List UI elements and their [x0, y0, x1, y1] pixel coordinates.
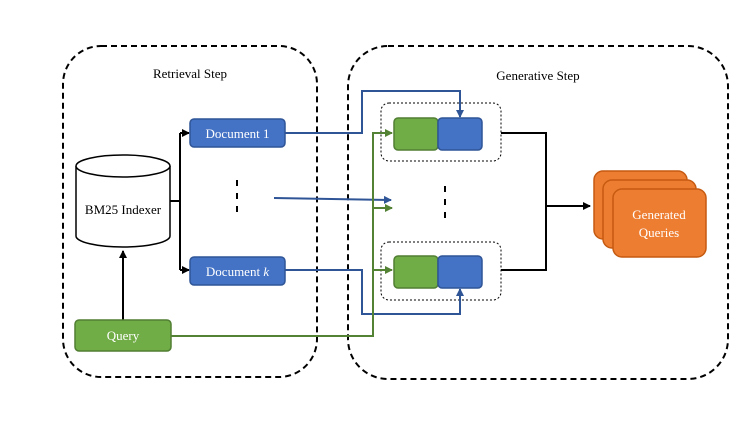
bottom-pair-document-slot	[437, 255, 483, 289]
indexer-to-documents-arrows	[170, 129, 190, 274]
generated-queries-stack	[593, 170, 707, 258]
middle-document-arrow	[273, 195, 392, 204]
bm25-indexer-cylinder	[75, 154, 171, 248]
bottom-pair-query-slot	[393, 255, 439, 289]
document-1-label: Document 1	[206, 126, 270, 141]
generated-queries-label-line1: Generated	[632, 207, 686, 222]
query-to-pairs-arrows	[171, 129, 393, 337]
document-1-arrow	[285, 90, 464, 134]
generative-step-box	[347, 45, 729, 380]
generative-step-title: Generative Step	[496, 68, 579, 83]
top-pair-document-slot	[437, 117, 483, 151]
document-k-arrow	[285, 269, 464, 315]
retrieval-step-box	[62, 45, 318, 378]
document-k-label: Document k	[206, 264, 269, 279]
document-1-index: 1	[263, 126, 270, 141]
retrieval-step-title: Retrieval Step	[153, 66, 227, 81]
generated-queries-label-line2: Queries	[639, 225, 679, 240]
document-k-index: k	[263, 264, 269, 279]
document-1-prefix: Document	[206, 126, 261, 141]
pairs-to-output-arrows	[501, 132, 591, 271]
document-k-prefix: Document	[206, 264, 261, 279]
top-pair-query-slot	[393, 117, 439, 151]
query-label: Query	[107, 328, 140, 343]
bm25-indexer-label: BM25 Indexer	[85, 202, 162, 217]
